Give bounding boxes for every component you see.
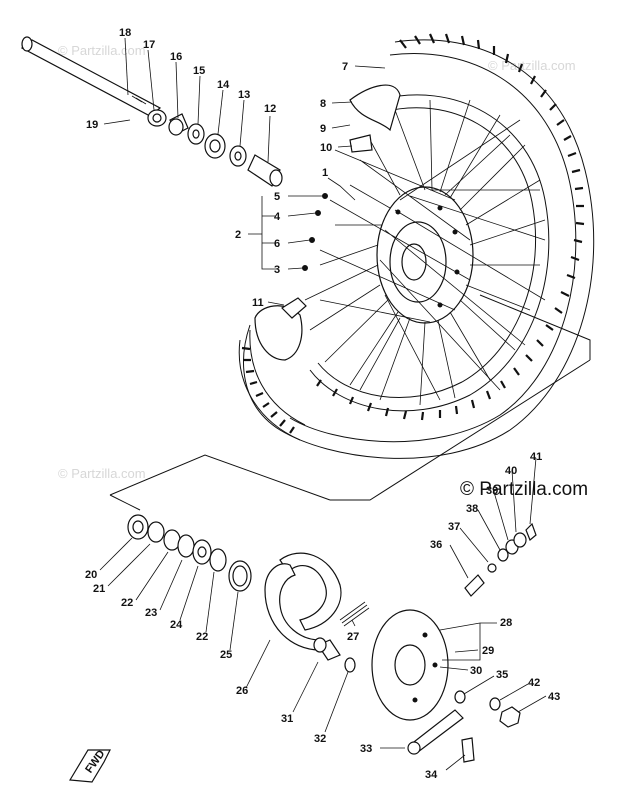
callout-2: 2 [235, 229, 241, 241]
callout-6: 6 [274, 238, 280, 250]
callout-4: 4 [274, 211, 281, 223]
callout-43: 43 [548, 691, 560, 703]
watermark-mid-left: © Partzilla.com [58, 466, 146, 481]
callout-5: 5 [274, 191, 280, 203]
callout-3: 3 [274, 264, 280, 276]
callout-19: 19 [86, 119, 98, 131]
callout-7: 7 [342, 61, 348, 73]
callout-26: 26 [236, 685, 248, 697]
callout-33: 33 [360, 743, 372, 755]
callout-30: 30 [470, 665, 482, 677]
watermark-mid-right: © Partzilla.com [460, 479, 588, 500]
callout-9: 9 [320, 123, 326, 135]
brake-parts [109, 454, 537, 763]
leader-lines [99, 37, 547, 771]
axle-parts [20, 36, 401, 319]
forward-arrow-icon: FWD [68, 748, 111, 783]
callout-13: 13 [238, 89, 250, 101]
callout-numbers: 1 2 3 4 5 6 7 8 9 10 11 12 13 14 15 16 1… [85, 27, 560, 781]
callout-37: 37 [448, 521, 460, 533]
callout-20: 20 [85, 569, 97, 581]
callout-29: 29 [482, 645, 494, 657]
callout-17: 17 [143, 39, 155, 51]
callout-42: 42 [528, 677, 540, 689]
callout-35: 35 [496, 669, 508, 681]
callout-11: 11 [252, 297, 264, 309]
callout-16: 16 [170, 51, 182, 63]
callout-21: 21 [93, 583, 105, 595]
callout-22a: 22 [121, 597, 133, 609]
callout-36: 36 [430, 539, 442, 551]
callout-15: 15 [193, 65, 205, 77]
callout-27: 27 [347, 631, 359, 643]
callout-24: 24 [170, 619, 183, 631]
callout-8: 8 [320, 98, 326, 110]
callout-14: 14 [217, 79, 230, 91]
callout-10: 10 [320, 142, 332, 154]
callout-22b: 22 [196, 631, 208, 643]
watermark-top: © Partzilla.com [58, 43, 146, 58]
callout-18: 18 [119, 27, 131, 39]
callout-40: 40 [505, 465, 517, 477]
wheel-assembly [238, 33, 595, 501]
callout-28: 28 [500, 617, 512, 629]
callout-32: 32 [314, 733, 326, 745]
spokes [304, 99, 546, 406]
callout-41: 41 [530, 451, 542, 463]
callout-31: 31 [281, 713, 293, 725]
callout-1: 1 [322, 167, 328, 179]
watermark-top-right: © Partzilla.com [488, 58, 576, 73]
callout-38: 38 [466, 503, 478, 515]
callout-39: 39 [486, 485, 498, 497]
callout-25: 25 [220, 649, 232, 661]
callout-23: 23 [145, 607, 157, 619]
callout-34: 34 [425, 769, 438, 781]
callout-12: 12 [264, 103, 276, 115]
